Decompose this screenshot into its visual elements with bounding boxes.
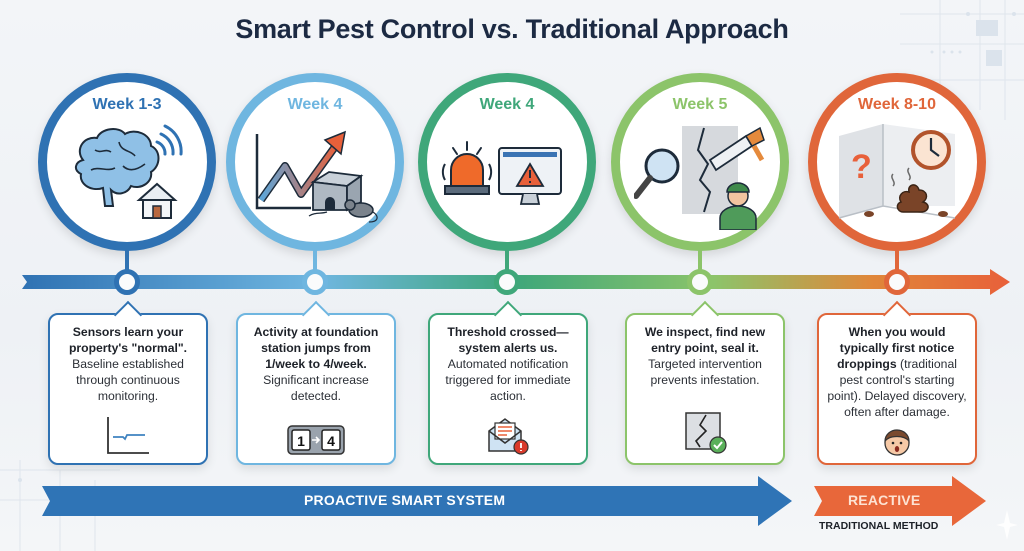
stage-connector xyxy=(895,250,899,270)
stage-week-label: Week 4 xyxy=(479,96,535,113)
counter-1-to-4-icon: 1 4 xyxy=(287,425,345,455)
stage-description-regular: Baseline established through continuous … xyxy=(72,357,184,403)
reactive-label: REACTIVE xyxy=(848,492,921,508)
stage-description-regular: Significant increase detected. xyxy=(263,373,369,403)
timeline-node-week-5 xyxy=(687,269,713,295)
stage-description: Sensors learn your property's "normal". … xyxy=(56,324,200,404)
stage-card-week-4-alert: Threshold crossed—system alerts us. Auto… xyxy=(428,300,588,465)
stage-circle-week-8-10: Week 8-10 ? xyxy=(808,73,986,251)
page-title: Smart Pest Control vs. Traditional Appro… xyxy=(235,14,789,44)
rising-chart-rat-station-icon xyxy=(255,130,378,223)
stage-description: We inspect, find new entry point, seal i… xyxy=(633,324,777,388)
timeline-node-week-1-3 xyxy=(114,269,140,295)
stage-week-label: Week 1-3 xyxy=(92,96,162,113)
stage-description: Activity at foundation station jumps fro… xyxy=(244,324,388,404)
stage-card-week-4-activity: Activity at foundation station jumps fro… xyxy=(236,300,396,465)
stage-circle-week-1-3: Week 1-3 xyxy=(38,73,216,251)
stage-description-bold: We inspect, find new entry point, seal i… xyxy=(644,325,766,355)
proactive-label: PROACTIVE SMART SYSTEM xyxy=(304,492,506,508)
stage-description-regular: (traditional pest control's starting poi… xyxy=(827,357,967,419)
stage-description: When you would typically first notice dr… xyxy=(825,324,969,420)
stage-card-week-8-10: When you would typically first notice dr… xyxy=(817,300,977,465)
brain-sensor-house-icon xyxy=(75,124,183,219)
stage-description-regular: Targeted intervention prevents infestati… xyxy=(648,357,762,387)
email-alert-icon xyxy=(488,418,529,455)
droppings-question-clock-icon: ? xyxy=(838,124,956,219)
stage-connector xyxy=(125,250,129,270)
svg-text:1: 1 xyxy=(297,433,305,449)
stage-connector xyxy=(505,250,509,270)
timeline-node-week-4-activity xyxy=(302,269,328,295)
traditional-method-label: TRADITIONAL METHOD xyxy=(819,520,939,532)
svg-text:?: ? xyxy=(851,148,872,186)
siren-monitor-warning-icon xyxy=(441,141,562,205)
stage-card-week-1-3: Sensors learn your property's "normal". … xyxy=(48,300,208,465)
sealed-crack-check-icon xyxy=(685,412,727,454)
stage-week-label: Week 4 xyxy=(287,96,343,113)
stage-description-bold: When you would typically first notice dr… xyxy=(837,325,955,371)
stage-circle-week-4-alert: Week 4 xyxy=(418,73,596,251)
stage-connector xyxy=(698,250,702,270)
sparkle-icon xyxy=(996,510,1018,540)
stage-circle-week-4-activity: Week 4 xyxy=(226,73,404,251)
stage-description: Threshold crossed—system alerts us. Auto… xyxy=(436,324,580,404)
stage-week-label: Week 8-10 xyxy=(858,96,936,113)
stage-card-week-5: We inspect, find new entry point, seal i… xyxy=(625,300,785,465)
svg-text:4: 4 xyxy=(327,433,335,449)
stage-week-label: Week 5 xyxy=(672,96,728,113)
stage-description-regular: Automated notification triggered for imm… xyxy=(445,357,571,403)
proactive-arrow-band xyxy=(42,476,792,526)
stage-circle-week-5: Week 5 xyxy=(611,73,789,251)
reactive-arrow-band xyxy=(814,476,986,526)
timeline-node-week-8-10 xyxy=(884,269,910,295)
inspect-seal-technician-icon xyxy=(634,126,765,230)
flat-baseline-chart-icon xyxy=(107,417,149,454)
stage-description-bold: Sensors learn your property's "normal". xyxy=(68,325,188,355)
stage-description-bold: Activity at foundation station jumps fro… xyxy=(253,325,379,371)
stage-description-bold: Threshold crossed—system alerts us. xyxy=(447,325,569,355)
surprised-face-icon xyxy=(884,429,910,456)
timeline-node-week-4-alert xyxy=(494,269,520,295)
stage-connector xyxy=(313,250,317,270)
